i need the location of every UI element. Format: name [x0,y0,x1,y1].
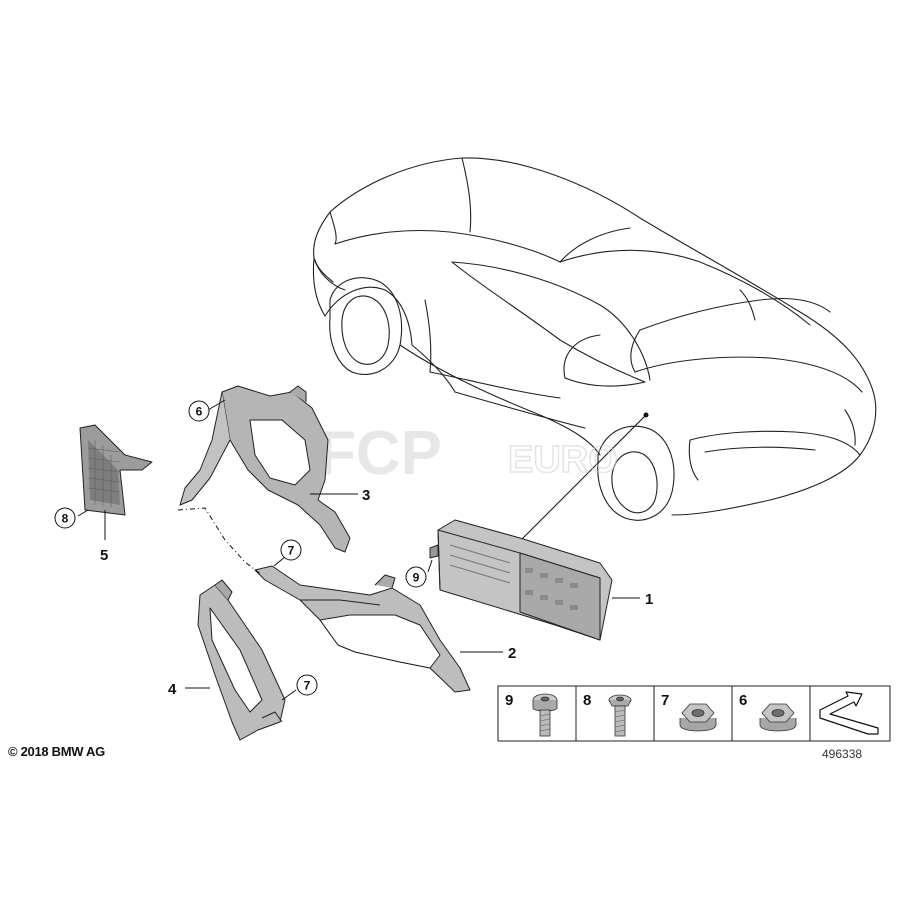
callout-7a-circled: 7 [280,539,302,561]
legend-number-6: 6 [739,692,747,709]
legend-number-8: 8 [583,692,591,709]
part-5-grid-module [79,424,153,516]
screw-9-icon [532,693,558,737]
copyright-notice: © 2018 BMW AG [8,744,105,759]
car-outline [312,157,877,521]
callout-9: 9 [413,571,420,585]
callout-7a: 7 [288,544,295,558]
callout-9-circled: 9 [405,566,427,588]
callout-8: 8 [62,512,69,526]
nut-7-icon [679,703,717,732]
callout-5: 5 [100,547,108,564]
callout-4: 4 [168,681,177,698]
watermark-suffix: EURO [508,439,618,481]
watermark: FCP EURO [248,415,619,489]
callout-2: 2 [508,645,516,662]
nut-6-icon [759,703,797,732]
screw-8-icon [608,694,632,737]
watermark-brand: FCP [318,419,442,488]
part-4-bracket [197,579,286,741]
part-3-bracket [179,385,351,553]
part-2-bracket [254,565,471,693]
callout-8-circled: 8 [54,507,76,529]
diagram-number: 496338 [822,747,863,761]
part-1-control-unit [429,519,613,641]
legend-box: 9 8 7 6 [497,685,891,742]
callout-1: 1 [645,591,653,608]
callout-3: 3 [362,487,370,504]
legend-number-9: 9 [505,692,513,709]
leader-car-to-unit [517,414,647,544]
callout-6-circled: 6 [188,400,210,422]
continuation-arrow-icon [819,691,879,735]
callout-7b: 7 [304,679,311,693]
legend-number-7: 7 [661,692,669,709]
callout-7b-circled: 7 [296,674,318,696]
callout-6: 6 [196,405,203,419]
